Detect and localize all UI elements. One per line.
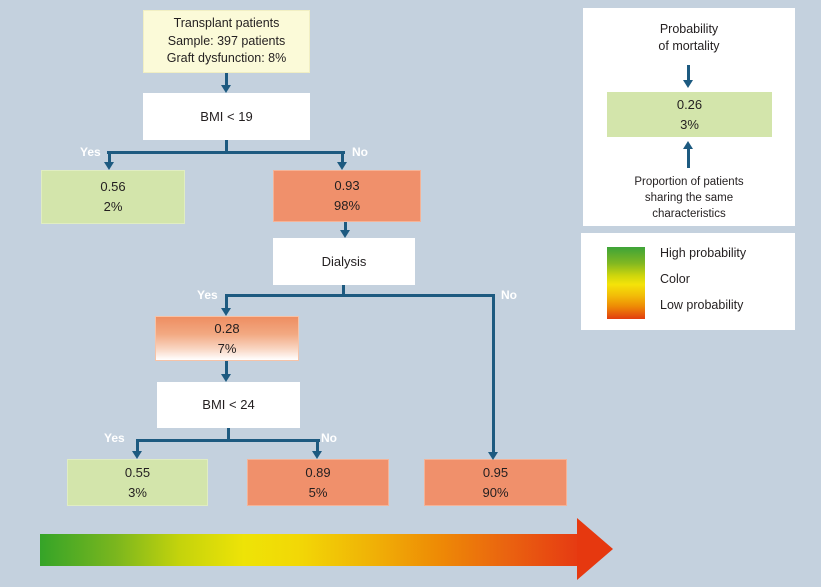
node-dialysis-yes: 0.28 7%: [155, 316, 299, 361]
connector-bmi24-stub: [227, 428, 230, 440]
node-root: Transplant patients Sample: 397 patients…: [143, 10, 310, 73]
arrowhead-down-icon: [337, 162, 347, 170]
probability-value: 0.56: [100, 179, 126, 194]
probability-value: 0.89: [305, 464, 331, 480]
annotation-arrow-down: [687, 65, 690, 81]
branch-label-no: No: [501, 288, 517, 302]
probability-value: 0.26: [676, 96, 703, 112]
proportion-value: 90%: [482, 484, 509, 500]
connector-028-bmi24: [225, 361, 228, 374]
proportion-value: 98%: [333, 198, 361, 213]
branch-label-no: No: [352, 145, 368, 159]
legend-low-label: Low probability: [660, 298, 744, 312]
probability-value: 0.93: [334, 178, 360, 193]
node-question-dialysis: Dialysis: [273, 238, 415, 285]
proportion-value: 7%: [217, 340, 237, 356]
arrowhead-down-icon: [488, 452, 498, 460]
probability-value: 0.28: [214, 320, 240, 336]
probability-gradient-arrow-body: [40, 534, 577, 566]
annotation-arrow-up: [687, 148, 690, 168]
annotation-example-node: 0.26 3%: [607, 92, 772, 137]
branch-bmi19-yes-drop: [108, 151, 111, 162]
branch-bmi24-horizontal: [136, 439, 320, 442]
connector-dialysis-stub: [342, 285, 345, 295]
connector-bmi19-stub: [225, 140, 228, 152]
annotation-caption-line-3: characteristics: [652, 208, 726, 220]
arrowhead-down-icon: [104, 162, 114, 170]
probability-value: 0.95: [482, 464, 509, 480]
legend-middle-label: Color: [660, 272, 690, 286]
color-gradient-swatch: [607, 247, 645, 319]
arrowhead-down-icon: [221, 85, 231, 93]
annotation-title-line-2: of mortality: [658, 39, 720, 53]
branch-dialysis-horizontal: [225, 294, 495, 297]
branch-dialysis-no-drop: [492, 294, 495, 452]
arrowhead-down-icon: [340, 230, 350, 238]
question-label: Dialysis: [321, 253, 367, 269]
branch-label-yes: Yes: [80, 145, 101, 159]
node-bmi19-yes: 0.56 2%: [41, 170, 185, 224]
node-bmi19-no: 0.93 98%: [273, 170, 421, 222]
probability-gradient-arrowhead-icon: [577, 518, 613, 580]
arrowhead-down-icon: [683, 80, 693, 88]
branch-dialysis-yes-drop: [225, 294, 228, 308]
annotation-title: Probability of mortality: [583, 21, 795, 55]
annotation-caption-line-2: sharing the same: [644, 192, 734, 204]
arrowhead-down-icon: [221, 308, 231, 316]
node-question-bmi19: BMI < 19: [143, 93, 310, 140]
branch-bmi19-horizontal: [107, 151, 345, 154]
annotation-title-line-1: Probability: [659, 22, 719, 36]
branch-bmi19-no-drop: [341, 151, 344, 162]
arrowhead-down-icon: [132, 451, 142, 459]
node-bmi24-yes: 0.55 3%: [67, 459, 208, 506]
arrowhead-up-icon: [683, 141, 693, 149]
annotation-caption: Proportion of patients sharing the same …: [583, 174, 795, 222]
node-bmi24-no: 0.89 5%: [247, 459, 389, 506]
legend-high-label: High probability: [660, 246, 747, 260]
connector-root-bmi19: [225, 73, 228, 86]
connector-093-dialysis: [344, 222, 347, 230]
branch-label-yes: Yes: [197, 288, 218, 302]
node-question-bmi24: BMI < 24: [157, 382, 300, 428]
root-line-1: Transplant patients: [173, 16, 280, 31]
annotation-caption-line-1: Proportion of patients: [634, 176, 744, 188]
legend-panel: High probability Color Low probability: [581, 233, 795, 330]
annotation-panel: Probability of mortality 0.26 3% Proport…: [583, 8, 795, 226]
branch-label-no: No: [321, 431, 337, 445]
root-line-3: Graft dysfunction: 8%: [166, 51, 287, 66]
node-dialysis-no: 0.95 90%: [424, 459, 567, 506]
proportion-value: 5%: [308, 484, 328, 500]
question-label: BMI < 24: [202, 397, 255, 412]
root-line-2: Sample: 397 patients: [167, 33, 286, 48]
probability-value: 0.55: [124, 464, 151, 480]
proportion-value: 3%: [680, 116, 699, 132]
proportion-value: 3%: [128, 484, 147, 500]
branch-label-yes: Yes: [104, 431, 125, 445]
arrowhead-down-icon: [221, 374, 231, 382]
branch-bmi24-no-drop: [316, 439, 319, 451]
question-label: BMI < 19: [200, 108, 253, 124]
branch-bmi24-yes-drop: [136, 439, 139, 451]
proportion-value: 2%: [103, 199, 123, 214]
arrowhead-down-icon: [312, 451, 322, 459]
